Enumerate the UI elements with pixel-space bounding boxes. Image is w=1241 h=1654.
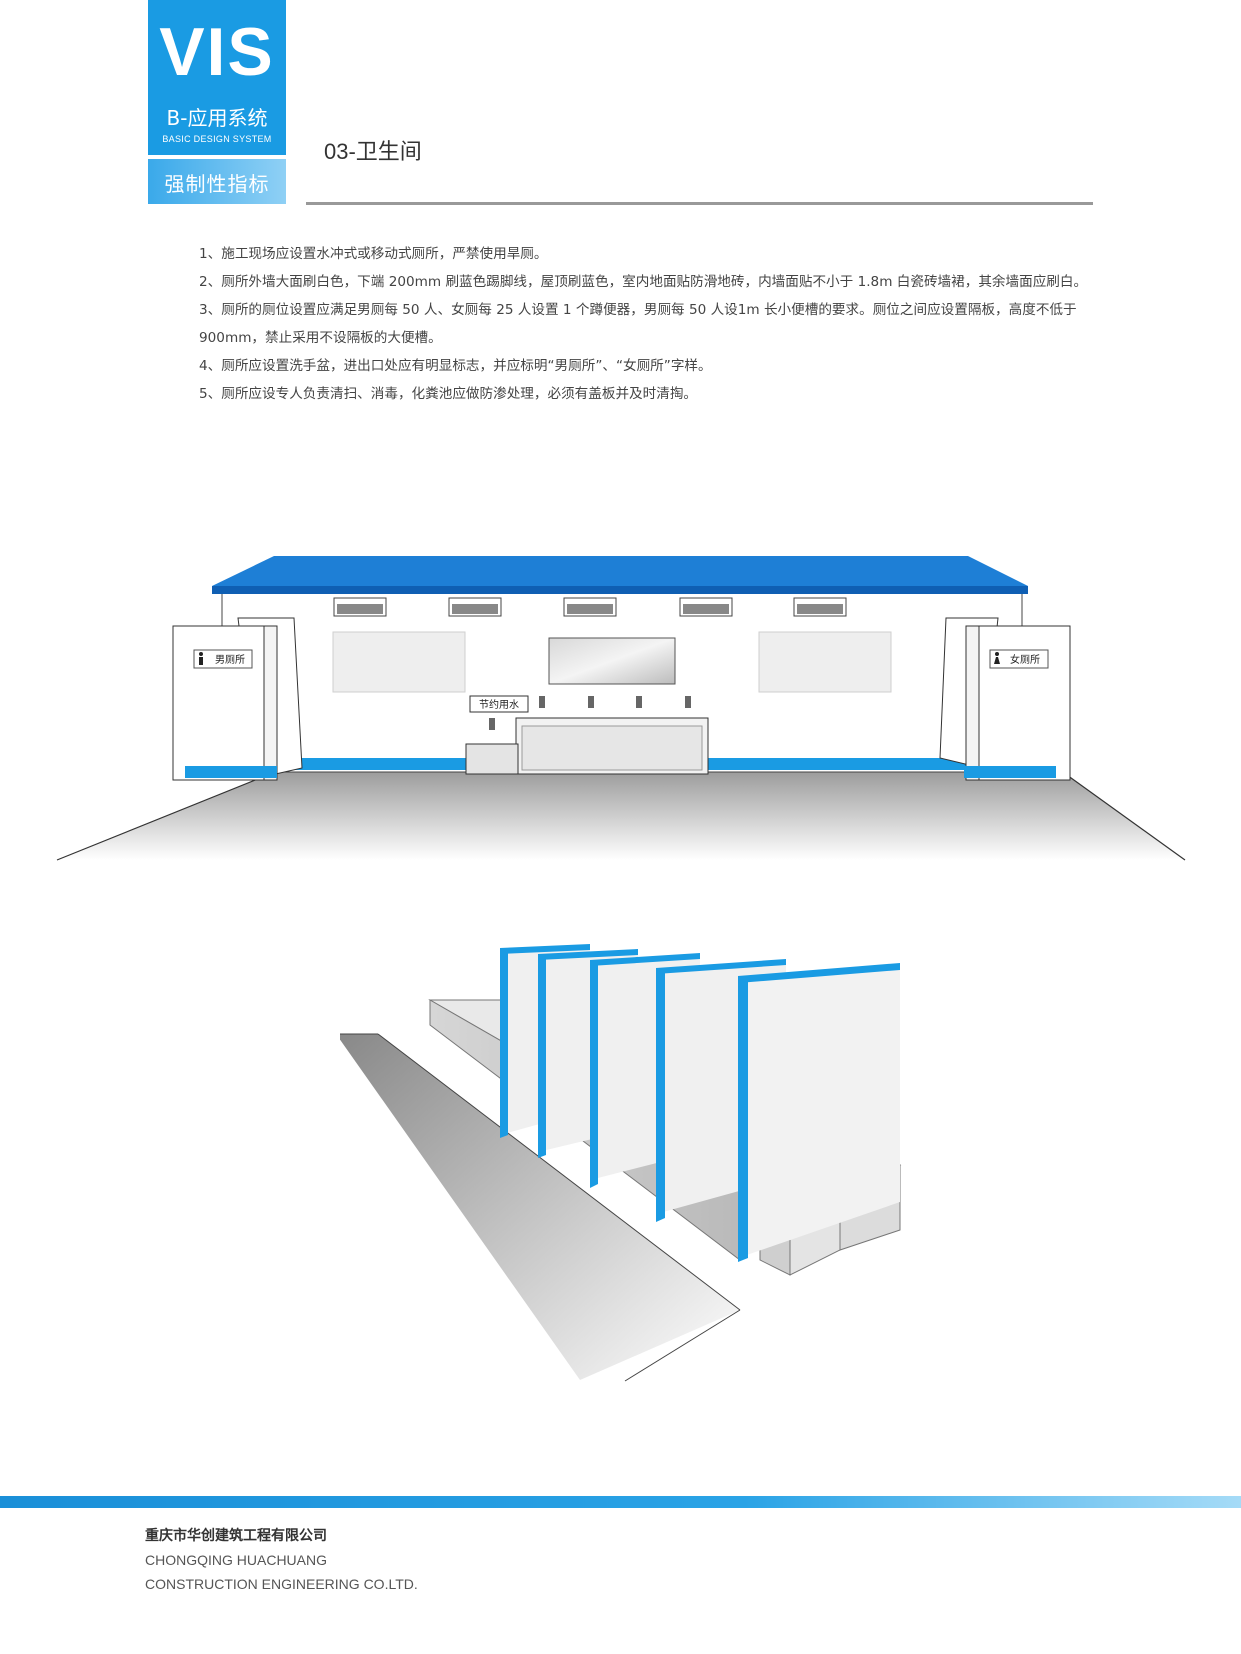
water-sign: 节约用水 [479, 698, 519, 711]
rule-item: 1、施工现场应设置水冲式或移动式厕所，严禁使用旱厕。 [199, 246, 548, 262]
wall-panel-right [758, 631, 892, 693]
rules-list: 1、施工现场应设置水冲式或移动式厕所，严禁使用旱厕。 2、厕所外墙大面刷白色，下… [199, 240, 1099, 408]
roof [212, 556, 1028, 586]
title-divider [306, 202, 1093, 205]
women-sign: 女厕所 [1010, 653, 1040, 666]
men-icon [199, 652, 203, 656]
rule-item: 5、厕所应设专人负责清扫、消毒，化粪池应做防渗处理，必须有盖板并及时清掏。 [199, 386, 698, 402]
company-name-en: CHONGQING HUACHUANG CONSTRUCTION ENGINEE… [145, 1548, 418, 1596]
floor-edge-left [56, 769, 281, 861]
vents [333, 597, 847, 617]
section-title: 03-卫生间 [324, 139, 422, 164]
partitions [500, 944, 900, 1262]
footer-bar [0, 1496, 1241, 1508]
toilet-building-illustration: 节约用水 男厕所 女厕所 [56, 556, 1186, 861]
company-name-en-line1: CHONGQING HUACHUANG [145, 1552, 328, 1568]
badge-subtitle: B-应用系统 [166, 106, 268, 130]
women-icon [995, 652, 999, 656]
badge-title: VIS [159, 14, 275, 90]
mop-sink [465, 743, 519, 775]
right-door [965, 625, 1071, 781]
rule-item: 4、厕所应设置洗手盆，进出口处应有明显标志，并应标明“男厕所”、“女厕所”字样。 [199, 358, 712, 374]
badge-bottom-block [148, 159, 286, 204]
taps [489, 696, 691, 730]
badge-top-block [148, 0, 286, 155]
water-sign-frame [469, 695, 529, 713]
company-name-en-line2: CONSTRUCTION ENGINEERING CO.LTD. [145, 1576, 418, 1592]
stall-partition-illustration [340, 944, 902, 1382]
women-sign-frame [989, 649, 1049, 669]
rule-item: 2、厕所外墙大面刷白色，下端 200mm 刷蓝色踢脚线，屋顶刷蓝色，室内地面贴防… [199, 274, 1088, 290]
ground-shadow [340, 1034, 740, 1380]
badge-mandatory: 强制性指标 [164, 172, 270, 196]
men-sign-frame [193, 649, 253, 669]
floor-edge-right [1059, 769, 1186, 861]
roof-fascia [212, 586, 1028, 594]
left-door [172, 625, 278, 781]
company-name-cn: 重庆市华创建筑工程有限公司 [145, 1528, 327, 1544]
mirror [548, 637, 676, 685]
rule-item: 3、厕所的厕位设置应满足男厕每 50 人、女厕每 25 人设置 1 个蹲便器，男… [199, 302, 1077, 346]
men-sign: 男厕所 [215, 654, 245, 666]
vis-badge: VIS B-应用系统 BASIC DESIGN SYSTEM 强制性指标 [148, 0, 286, 204]
floor [57, 770, 1185, 860]
wall-panel-left [332, 631, 466, 693]
badge-english: BASIC DESIGN SYSTEM [162, 134, 272, 144]
